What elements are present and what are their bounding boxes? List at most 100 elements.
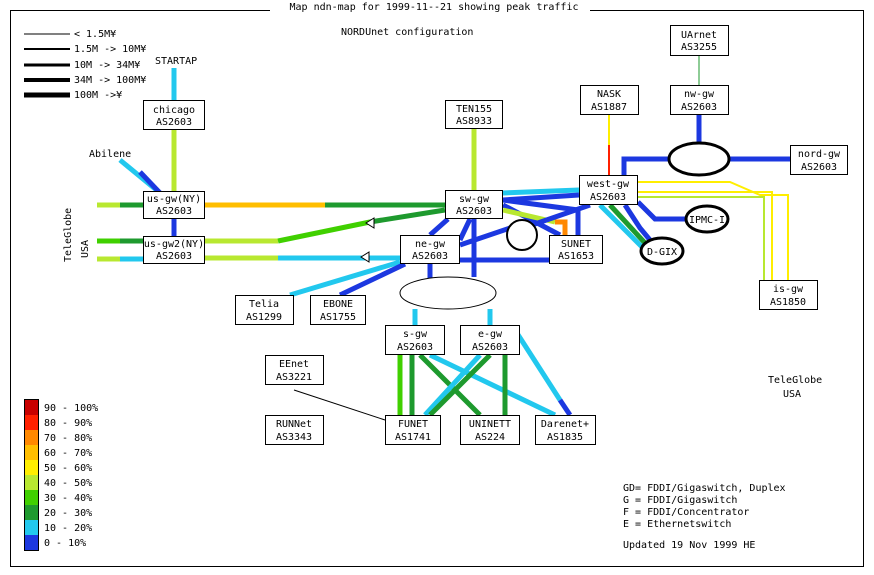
ellipse-center bbox=[399, 276, 497, 310]
node-west-gw[interactable]: west-gw AS2603 bbox=[579, 175, 638, 205]
interface-legend-gd: GD= FDDI/Gigaswitch, Duplex bbox=[623, 483, 786, 494]
node-ten155[interactable]: TEN155 AS8933 bbox=[445, 100, 503, 129]
node-nw-gw[interactable]: nw-gw AS2603 bbox=[670, 85, 729, 115]
node-us-gw-ny[interactable]: us-gw(NY) AS2603 bbox=[143, 191, 205, 219]
load-label: 20 - 30% bbox=[44, 508, 92, 519]
node-sw-gw[interactable]: sw-gw AS2603 bbox=[445, 190, 503, 219]
legend-label-5: 100M ->¥ bbox=[74, 90, 122, 101]
node-as: AS2603 bbox=[590, 192, 626, 203]
dgix-exchange bbox=[639, 236, 685, 266]
load-swatch bbox=[25, 535, 38, 550]
node-name: nord-gw bbox=[798, 149, 841, 160]
node-name: ne-gw bbox=[415, 239, 446, 250]
node-box bbox=[400, 235, 460, 264]
node-as: AS2603 bbox=[412, 251, 448, 262]
usa-label: USA bbox=[80, 240, 91, 258]
link-sw-gw-west-gw-2 bbox=[502, 192, 580, 203]
node-e-gw[interactable]: e-gw AS2603 bbox=[460, 325, 520, 355]
legend-label-4: 34M -> 100M¥ bbox=[74, 75, 146, 86]
node-name: NASK bbox=[597, 89, 621, 100]
node-name: sw-gw bbox=[459, 194, 490, 205]
node-name: us-gw2(NY) bbox=[144, 239, 204, 250]
node-as: AS3255 bbox=[681, 42, 717, 53]
load-swatch bbox=[25, 430, 38, 445]
node-darenet[interactable]: Darenet+ AS1835 bbox=[535, 415, 596, 445]
node-s-gw[interactable]: s-gw AS2603 bbox=[385, 325, 445, 355]
node-box bbox=[759, 280, 818, 310]
load-swatch bbox=[25, 445, 38, 460]
startap-label: STARTAP bbox=[155, 56, 197, 67]
link-e-gw-darenet-1 bbox=[512, 328, 563, 402]
interface-legend-g: G = FDDI/Gigaswitch bbox=[623, 495, 737, 506]
node-name: SUNET bbox=[561, 239, 591, 250]
node-as: AS2603 bbox=[801, 162, 837, 173]
link-sw-gw-ne-gw-2 bbox=[457, 217, 473, 242]
node-as: AS1299 bbox=[246, 312, 282, 323]
interface-legend-e: E = Ethernetswitch bbox=[623, 519, 731, 530]
node-as: AS1741 bbox=[395, 432, 431, 443]
load-label: 0 - 10% bbox=[44, 538, 86, 549]
node-as: AS2603 bbox=[472, 342, 508, 353]
node-ebone[interactable]: EBONE AS1755 bbox=[310, 295, 366, 325]
node-telia[interactable]: Telia AS1299 bbox=[235, 295, 294, 325]
node-us-gw2-ny[interactable]: us-gw2(NY) AS2603 bbox=[143, 236, 205, 264]
node-box bbox=[790, 145, 848, 175]
node-funet[interactable]: FUNET AS1741 bbox=[385, 415, 441, 445]
node-runnet[interactable]: RUNNet AS3343 bbox=[265, 415, 324, 445]
node-as: AS2603 bbox=[456, 206, 492, 217]
ipmc-label: IPMC-I bbox=[689, 215, 725, 226]
link-west-gw-dgix-2 bbox=[598, 203, 647, 252]
node-is-gw[interactable]: is-gw AS1850 bbox=[759, 280, 818, 310]
load-scale-frame bbox=[24, 399, 39, 551]
node-uarnet[interactable]: UArnet AS3255 bbox=[670, 25, 729, 56]
load-swatch bbox=[25, 505, 38, 520]
link-e-gw-funet-2 bbox=[428, 353, 492, 417]
node-box bbox=[670, 25, 729, 56]
node-name: e-gw bbox=[478, 329, 503, 340]
legend-label-1: < 1.5M¥ bbox=[74, 29, 116, 40]
link-west-gw-is-gw-2 bbox=[638, 191, 773, 280]
load-swatch bbox=[25, 475, 38, 490]
node-box bbox=[385, 325, 445, 355]
interface-legend: GD= FDDI/Gigaswitch, Duplex G = FDDI/Gig… bbox=[623, 483, 786, 530]
link-eenet-funet bbox=[293, 389, 386, 421]
node-chicago[interactable]: chicago AS2603 bbox=[143, 100, 205, 130]
node-as: AS1835 bbox=[547, 432, 583, 443]
node-name: chicago bbox=[153, 105, 195, 116]
node-box bbox=[670, 85, 729, 115]
load-swatch bbox=[25, 415, 38, 430]
node-box bbox=[445, 190, 503, 219]
node-name: UNINETT bbox=[469, 419, 511, 430]
load-swatch bbox=[25, 460, 38, 475]
teleglobe-label: TeleGlobe bbox=[63, 208, 74, 262]
node-nask[interactable]: NASK AS1887 bbox=[580, 85, 639, 115]
bandwidth-legend: < 1.5M¥ 1.5M -> 10M¥ 10M -> 34M¥ 34M -> … bbox=[24, 29, 146, 101]
node-box bbox=[143, 191, 205, 219]
map-subtitle: NORDUnet configuration bbox=[341, 27, 473, 38]
link-west-gw-is-gw-1 bbox=[638, 181, 789, 280]
node-box bbox=[265, 355, 324, 385]
node-as: AS3343 bbox=[276, 432, 312, 443]
link-sw-gw-ne-gw-1 bbox=[428, 217, 450, 237]
node-as: AS8933 bbox=[456, 116, 492, 127]
load-label: 80 - 90% bbox=[44, 418, 92, 429]
updated-note: Updated 19 Nov 1999 HE bbox=[623, 540, 755, 551]
node-ne-gw[interactable]: ne-gw AS2603 bbox=[400, 235, 460, 264]
load-swatch bbox=[25, 490, 38, 505]
node-as: AS1755 bbox=[320, 312, 356, 323]
load-label: 90 - 100% bbox=[44, 403, 98, 414]
node-box bbox=[579, 175, 638, 205]
node-as: AS1887 bbox=[591, 102, 627, 113]
arrow-to-ne-gw bbox=[360, 251, 370, 263]
link-abilene-us-gw-2 bbox=[138, 170, 162, 195]
node-box bbox=[143, 236, 205, 264]
load-label: 10 - 20% bbox=[44, 523, 92, 534]
node-nord-gw[interactable]: nord-gw AS2603 bbox=[790, 145, 848, 175]
link-ne-gw-telia bbox=[289, 259, 401, 298]
node-eenet[interactable]: EEnet AS3221 bbox=[265, 355, 324, 385]
load-label: 30 - 40% bbox=[44, 493, 92, 504]
node-sunet[interactable]: SUNET AS1653 bbox=[549, 235, 603, 264]
node-uninett[interactable]: UNINETT AS224 bbox=[460, 415, 520, 445]
node-name: us-gw(NY) bbox=[147, 194, 201, 205]
link-us-gw2-sw-gw-c bbox=[369, 207, 446, 225]
